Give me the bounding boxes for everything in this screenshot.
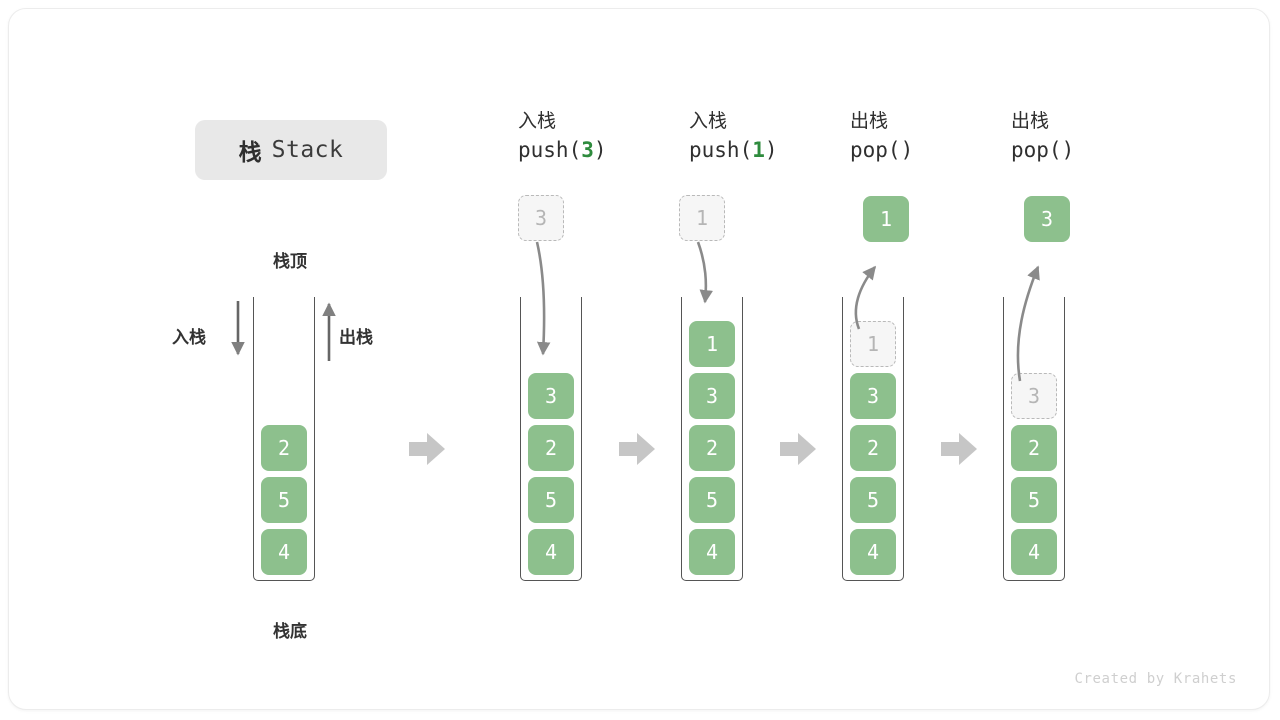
code-post-2: )	[900, 138, 914, 162]
step-arrow-icon-1	[409, 433, 445, 465]
step-header-code-3: pop()	[1011, 135, 1074, 165]
incoming-cell-push-3: 3	[518, 195, 564, 241]
incoming-cell-push-1: 1	[679, 195, 725, 241]
cell-push3-3: 4	[528, 529, 574, 575]
step-header-cn-3: 出栈	[1011, 111, 1050, 132]
cell-push3-0: 3	[528, 373, 574, 419]
cell-pop1-2: 2	[850, 425, 896, 471]
step-header-pop-2: 出栈 pop()	[1011, 109, 1074, 165]
title-cn: 栈	[238, 139, 263, 165]
step-header-push-1: 入栈 push(1)	[689, 109, 778, 165]
cell-pop1-0: 1	[850, 321, 896, 367]
cell-push1-0: 1	[689, 321, 735, 367]
step-header-cn-2: 出栈	[850, 111, 889, 132]
code-post-1: )	[764, 138, 778, 162]
label-stack-top: 栈顶	[273, 252, 307, 271]
code-arg-0: 3	[581, 138, 594, 162]
cell-pop2-3: 4	[1011, 529, 1057, 575]
step-header-cn-0: 入栈	[518, 111, 557, 132]
code-pre-0: push(	[518, 138, 582, 162]
cell-pop2-0: 3	[1011, 373, 1057, 419]
step-arrow-icon-2	[619, 433, 655, 465]
code-pre-3: pop(	[1011, 138, 1062, 162]
initial-cell-2: 4	[261, 529, 307, 575]
cell-push1-2: 2	[689, 425, 735, 471]
title-en: Stack	[271, 137, 344, 163]
step-header-code-0: push(3)	[518, 135, 607, 165]
arrow-overlay	[231, 241, 1040, 465]
label-stack-bottom: 栈底	[273, 622, 307, 641]
initial-cell-1: 5	[261, 477, 307, 523]
push-1-flow-arrow-icon	[696, 241, 713, 304]
cell-push3-2: 5	[528, 477, 574, 523]
step-arrow-icon-4	[941, 433, 977, 465]
cell-pop2-2: 5	[1011, 477, 1057, 523]
step-header-cn-1: 入栈	[689, 111, 728, 132]
step-header-code-1: push(1)	[689, 135, 778, 165]
cell-push1-1: 3	[689, 373, 735, 419]
diagram-title: 栈 Stack	[195, 120, 387, 180]
step-header-code-2: pop()	[850, 135, 913, 165]
code-arg-1: 1	[752, 138, 765, 162]
code-post-3: )	[1061, 138, 1075, 162]
label-push-side: 入栈	[172, 328, 206, 347]
step-header-pop-1: 出栈 pop()	[850, 109, 913, 165]
cell-pop1-1: 3	[850, 373, 896, 419]
diagram-card: 栈 Stack 栈顶 2 5 4 栈底 入栈 出栈 入栈 push(3) 入栈 …	[8, 8, 1270, 710]
outgoing-cell-pop-2: 3	[1024, 196, 1070, 242]
footer-credit: Created by Krahets	[1074, 671, 1237, 687]
step-header-push-3: 入栈 push(3)	[518, 109, 607, 165]
initial-cell-0: 2	[261, 425, 307, 471]
cell-pop2-1: 2	[1011, 425, 1057, 471]
step-arrow-icon-3	[780, 433, 816, 465]
code-pre-1: push(	[689, 138, 753, 162]
outgoing-cell-pop-1: 1	[863, 196, 909, 242]
cell-push3-1: 2	[528, 425, 574, 471]
cell-push1-4: 4	[689, 529, 735, 575]
code-pre-2: pop(	[850, 138, 901, 162]
label-pop-side: 出栈	[339, 328, 373, 347]
code-post-0: )	[593, 138, 607, 162]
cell-pop1-4: 4	[850, 529, 896, 575]
cell-pop1-3: 5	[850, 477, 896, 523]
cell-push1-3: 5	[689, 477, 735, 523]
